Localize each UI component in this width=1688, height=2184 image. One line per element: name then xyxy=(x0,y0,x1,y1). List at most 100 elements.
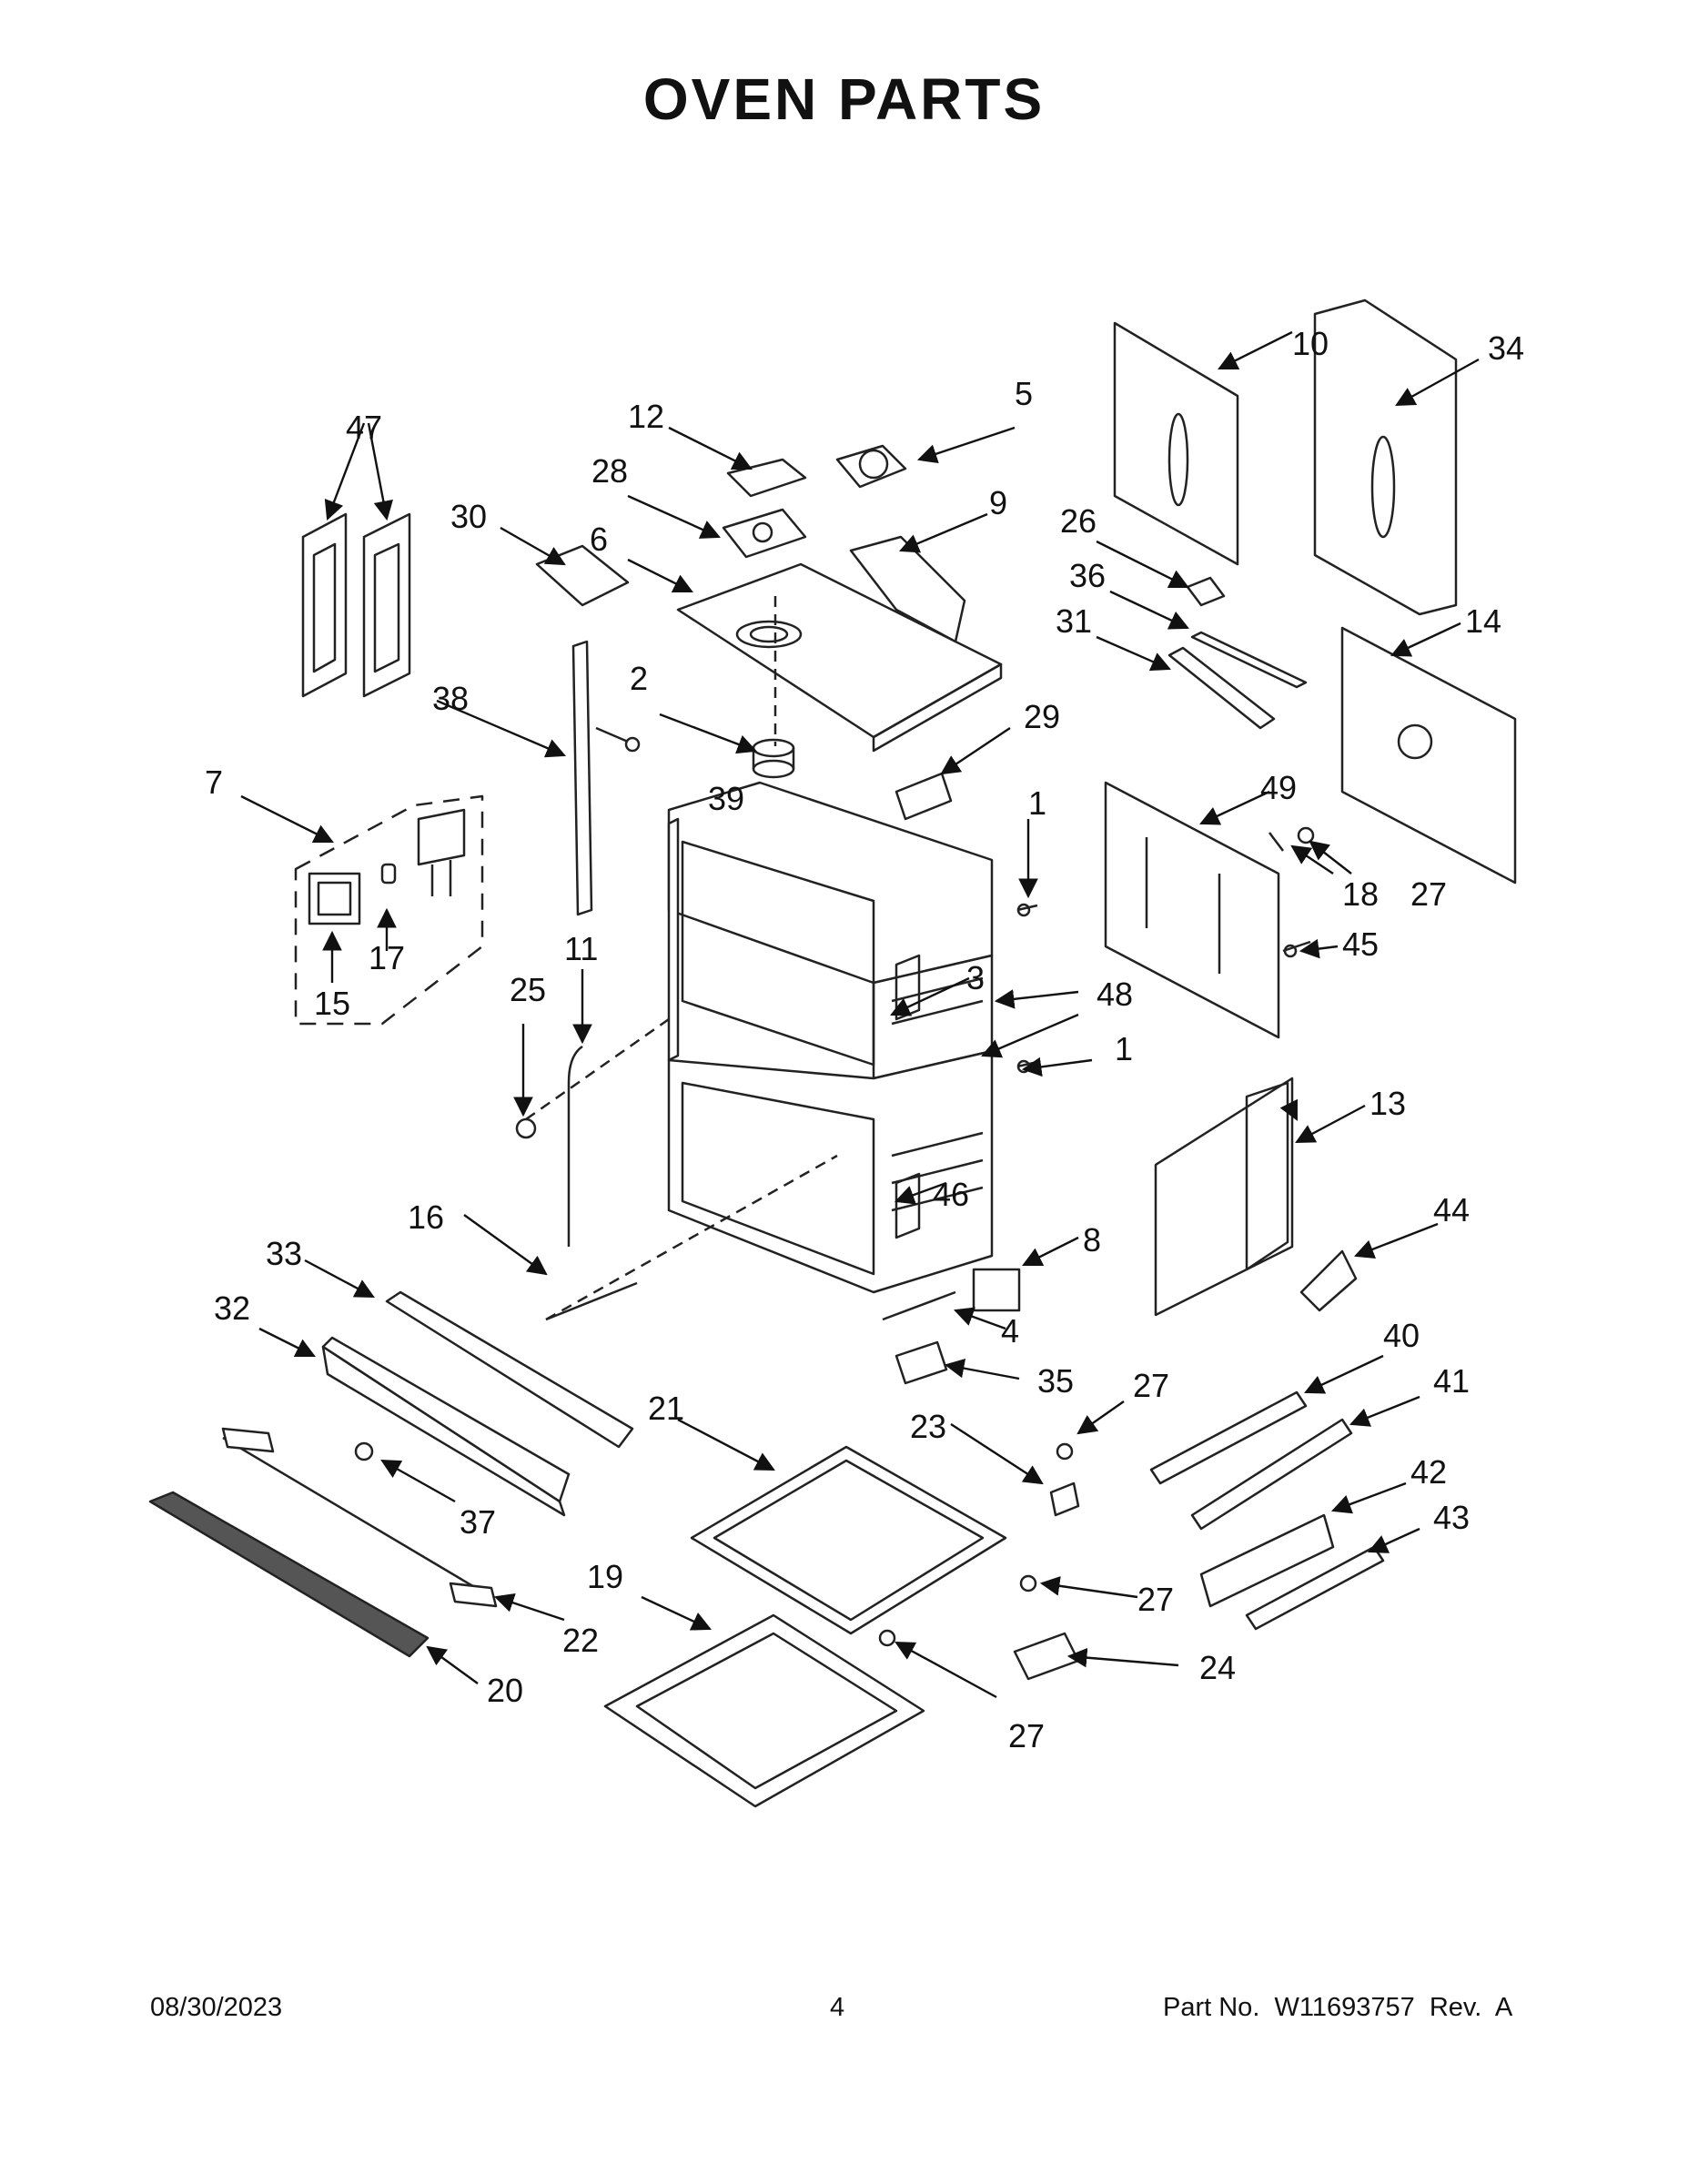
callout-20: 20 xyxy=(487,1672,523,1709)
callout-46: 46 xyxy=(933,1176,969,1213)
part-trim-40 xyxy=(1149,1390,1308,1485)
part-rear-panel-14 xyxy=(1340,626,1517,885)
part-panel-21 xyxy=(690,1445,1007,1635)
callout-47: 47 xyxy=(346,409,382,446)
callout-19: 19 xyxy=(587,1558,623,1595)
callout-27-a: 27 xyxy=(1410,875,1447,913)
callout-27-c: 27 xyxy=(1137,1581,1174,1618)
callout-8: 8 xyxy=(1083,1221,1101,1259)
part-strip-36 xyxy=(1190,631,1308,689)
callout-16: 16 xyxy=(408,1198,444,1236)
callout-36: 36 xyxy=(1069,557,1106,594)
part-channel-42 xyxy=(1199,1513,1335,1608)
part-bracket-29 xyxy=(895,772,953,821)
part-panel-34 xyxy=(1313,298,1458,616)
part-rail-32 xyxy=(321,1336,571,1517)
part-channel-43 xyxy=(1245,1545,1385,1631)
part-bracket-23 xyxy=(1049,1481,1080,1517)
footer-date: 08/30/2023 xyxy=(150,1993,283,2022)
part-rod-22 xyxy=(221,1427,498,1608)
part-screw-45 xyxy=(1282,940,1311,958)
callout-21: 21 xyxy=(648,1390,684,1427)
callout-3: 3 xyxy=(966,959,985,996)
callout-11: 11 xyxy=(564,930,598,967)
callout-39: 39 xyxy=(708,780,744,817)
part-side-panel-13 xyxy=(1154,1077,1294,1317)
callout-45: 45 xyxy=(1342,925,1379,963)
part-bracket-4 xyxy=(882,1290,956,1321)
alignment-lines xyxy=(525,596,838,1321)
part-bracket-46 xyxy=(895,1172,921,1239)
callout-33: 33 xyxy=(266,1235,302,1272)
callout-18: 18 xyxy=(1342,875,1379,913)
callout-17: 17 xyxy=(369,939,405,976)
callout-14: 14 xyxy=(1465,602,1501,640)
callout-32: 32 xyxy=(214,1289,250,1327)
part-knob-25 xyxy=(515,1117,537,1139)
callout-5: 5 xyxy=(1015,375,1033,412)
callout-26: 26 xyxy=(1060,502,1097,540)
callout-42: 42 xyxy=(1410,1453,1447,1491)
part-side-insulation-panels xyxy=(301,512,411,698)
callout-labels: 1 1 2 3 4 5 6 7 8 9 10 11 12 13 14 15 16… xyxy=(205,325,1524,1754)
part-screw-27 xyxy=(878,826,1315,1647)
callout-15: 15 xyxy=(314,985,350,1022)
part-oven-cavity-lower xyxy=(667,1049,994,1294)
part-screw-37 xyxy=(354,1441,374,1461)
part-vent-8 xyxy=(972,1268,1021,1312)
callout-13: 13 xyxy=(1370,1085,1406,1122)
part-trim-41 xyxy=(1190,1418,1353,1531)
callout-12: 12 xyxy=(628,398,664,435)
part-duct-9 xyxy=(849,535,966,643)
part-strip-38 xyxy=(571,640,593,916)
callout-1: 1 xyxy=(1028,784,1046,822)
part-44 xyxy=(1299,1249,1358,1312)
part-convection-motor xyxy=(835,444,907,489)
callout-34: 34 xyxy=(1488,329,1524,367)
callout-24: 24 xyxy=(1199,1649,1236,1686)
part-trim-33 xyxy=(385,1290,634,1449)
part-bracket-24 xyxy=(1013,1632,1080,1681)
part-18 xyxy=(1269,832,1284,852)
callout-28: 28 xyxy=(591,452,628,490)
callout-1: 1 xyxy=(1115,1030,1133,1067)
callout-30: 30 xyxy=(450,498,487,535)
leader-arrows xyxy=(240,330,1480,1699)
callout-29: 29 xyxy=(1024,698,1060,735)
callout-35: 35 xyxy=(1037,1362,1074,1400)
callout-27-d: 27 xyxy=(1008,1717,1045,1754)
callout-43: 43 xyxy=(1433,1499,1470,1536)
part-vent-strip-20 xyxy=(148,1491,430,1658)
callout-23: 23 xyxy=(910,1408,946,1445)
callout-44: 44 xyxy=(1433,1191,1470,1228)
callout-31: 31 xyxy=(1056,602,1092,640)
part-rod-16 xyxy=(545,1281,638,1321)
callout-38: 38 xyxy=(432,680,469,717)
part-fan-cover xyxy=(722,458,807,559)
part-screw-1 xyxy=(1016,903,1038,1074)
part-rear-panel-49 xyxy=(1104,781,1280,1039)
callout-4: 4 xyxy=(1001,1312,1019,1350)
part-blower-wheel xyxy=(752,738,795,779)
callout-40: 40 xyxy=(1383,1317,1420,1354)
callout-2: 2 xyxy=(630,660,648,697)
footer-part-number: Part No. W11693757 Rev. A xyxy=(1163,1993,1513,2022)
callout-25: 25 xyxy=(510,971,546,1008)
part-oven-cavity-upper xyxy=(667,781,994,1080)
callout-6: 6 xyxy=(590,521,608,558)
callout-48: 48 xyxy=(1097,976,1133,1013)
callout-22: 22 xyxy=(562,1622,599,1659)
callout-7: 7 xyxy=(205,763,223,801)
part-panel-10 xyxy=(1113,321,1239,566)
part-bracket-35 xyxy=(895,1340,948,1385)
page-title: OVEN PARTS xyxy=(642,66,1046,132)
part-screw-39 xyxy=(595,726,641,753)
part-bracket-31 xyxy=(1167,646,1276,730)
part-oven-top-panel xyxy=(676,562,1003,753)
callout-9: 9 xyxy=(989,484,1007,521)
callout-41: 41 xyxy=(1433,1362,1470,1400)
callout-49: 49 xyxy=(1260,769,1297,806)
part-door-gasket xyxy=(567,1045,583,1247)
callout-10: 10 xyxy=(1292,325,1329,362)
